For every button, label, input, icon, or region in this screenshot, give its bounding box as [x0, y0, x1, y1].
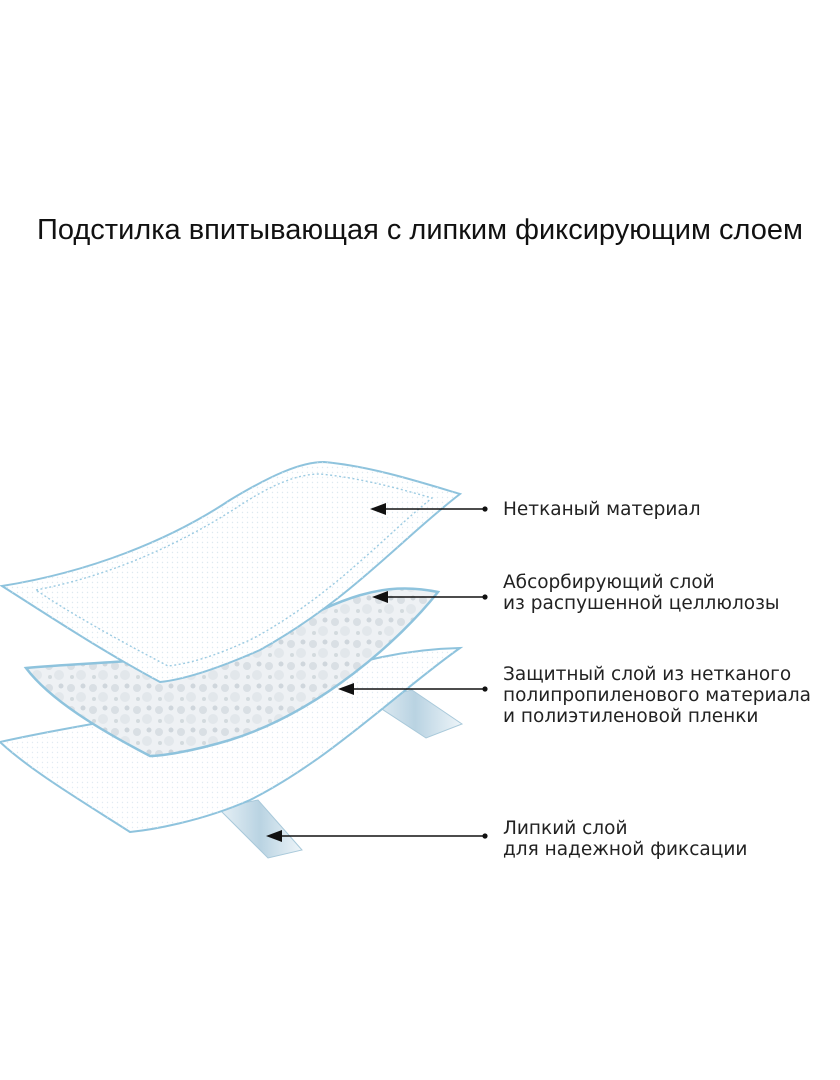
arrow-adhesive	[266, 830, 488, 842]
label-line: Нетканый материал	[503, 499, 701, 520]
nonwoven-layer	[0, 460, 463, 684]
label-line: для надежной фиксации	[503, 839, 748, 860]
label-line: полипропиленового материала	[503, 685, 812, 706]
label-protective-layer: Защитный слой из нетканого полипропилено…	[503, 664, 811, 727]
label-line: из распушенной целлюлозы	[503, 593, 780, 614]
label-line: Абсорбирующий слой	[503, 572, 715, 593]
label-absorbent-layer: Абсорбирующий слой из распушенной целлюл…	[503, 572, 780, 614]
label-adhesive-layer: Липкий слой для надежной фиксации	[503, 818, 747, 860]
label-line: Защитный слой из нетканого	[503, 664, 792, 685]
arrow-nonwoven	[370, 503, 488, 515]
arrow-protective	[338, 683, 488, 695]
label-nonwoven-material: Нетканый материал	[503, 499, 701, 520]
page-title: Подстилка впитывающая с липким фиксирующ…	[37, 214, 803, 246]
arrow-absorbent	[372, 591, 488, 603]
label-line: Липкий слой	[503, 818, 628, 839]
label-line: и полиэтиленовой пленки	[503, 706, 759, 727]
